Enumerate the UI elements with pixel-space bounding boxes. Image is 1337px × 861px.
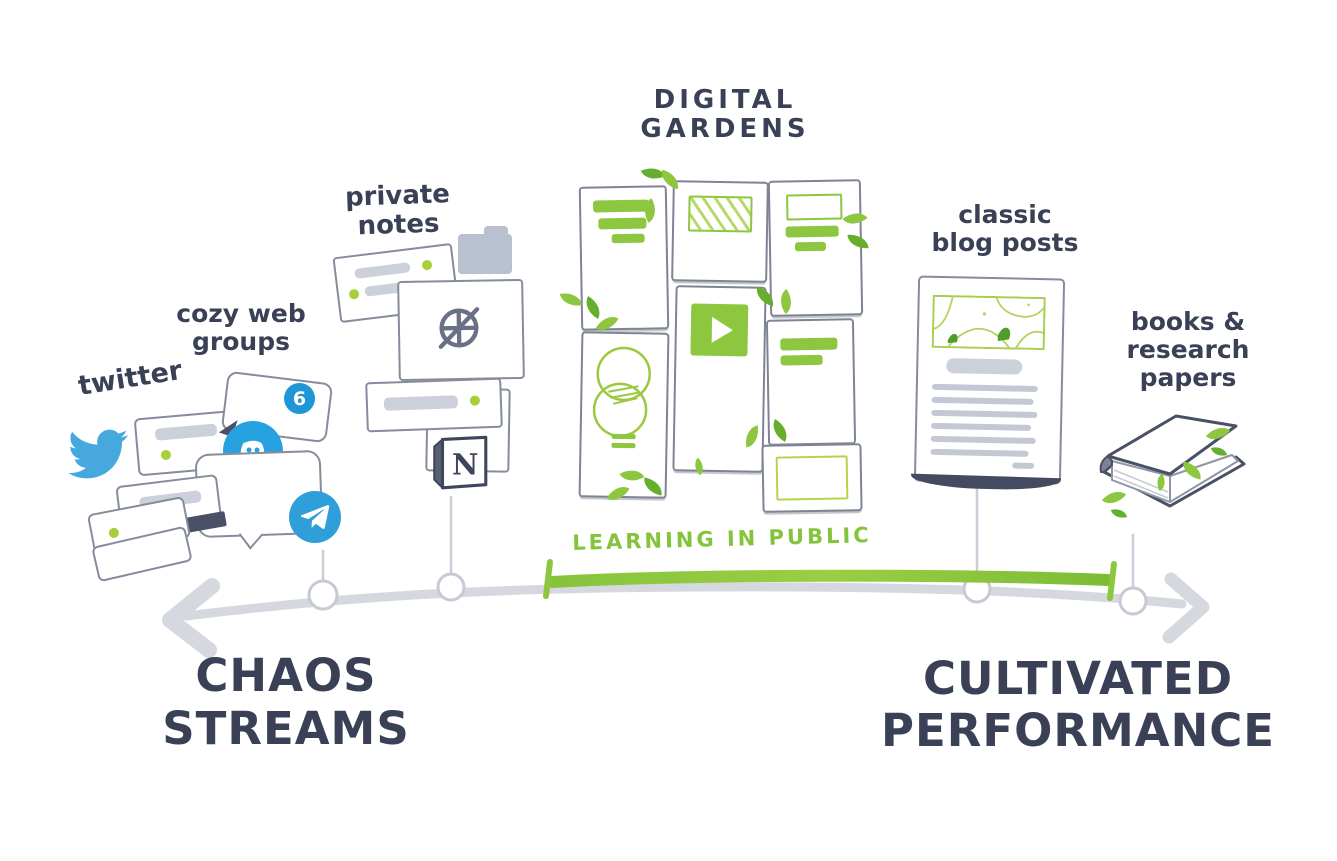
digital-gardens-title-line1: DIGITAL <box>653 85 797 115</box>
blog-text-line <box>930 422 1032 431</box>
garden-card-frame <box>761 443 863 513</box>
blog-header-art <box>931 294 1046 351</box>
blog-text-line <box>930 448 1029 457</box>
blog-text-line <box>930 435 1036 444</box>
private-notes-label-line2: notes <box>357 208 440 242</box>
blog-text-line <box>931 396 1034 405</box>
green-dot <box>107 527 120 539</box>
garden-card-venn <box>578 331 670 499</box>
unpublished-icon <box>438 307 480 349</box>
cozy-web-groups-label: cozy web groups <box>166 300 316 356</box>
books-label-line1: books & <box>1130 307 1246 336</box>
text-bar <box>383 395 459 411</box>
green-dot <box>469 395 481 406</box>
timeline-node <box>307 579 339 611</box>
play-icon <box>690 303 749 357</box>
cultivated-performance-line1: CULTIVATED <box>922 652 1234 705</box>
text-bar <box>154 423 218 441</box>
note-card <box>365 377 503 433</box>
green-text-bar <box>592 199 650 213</box>
axis-arrow-left <box>162 578 220 658</box>
green-text-bar <box>785 225 839 238</box>
blog-title-bar <box>946 358 1023 375</box>
venn-diagram-icon <box>592 346 651 449</box>
books-label-line2: research <box>1126 335 1250 364</box>
blog-posts-label-line1: classic <box>958 200 1052 229</box>
book-icon <box>1099 414 1246 508</box>
telegram-icon <box>289 491 341 543</box>
notion-icon: N <box>433 435 488 490</box>
blog-posts-label-line2: blog posts <box>931 228 1079 257</box>
blog-text-line <box>1012 462 1035 469</box>
text-bar <box>353 262 411 279</box>
blog-text-line <box>931 383 1038 393</box>
books-label-line3: papers <box>1139 363 1237 392</box>
cultivated-performance-label: CULTIVATED PERFORMANCE <box>876 653 1280 757</box>
green-text-bar <box>598 217 647 230</box>
timeline-node <box>436 572 466 602</box>
green-text-bar <box>780 337 838 351</box>
blog-text-line <box>931 409 1038 419</box>
cultivated-performance-line2: PERFORMANCE <box>880 703 1276 757</box>
green-text-bar <box>794 241 827 252</box>
folder-icon <box>458 226 512 274</box>
notification-badge: 6 <box>284 383 315 414</box>
green-dot <box>348 288 360 300</box>
twitter-bird-icon <box>68 429 128 479</box>
notion-letter: N <box>452 447 478 481</box>
frame-placeholder <box>786 193 843 221</box>
frame-placeholder <box>775 455 849 501</box>
green-text-bar <box>611 233 645 244</box>
unpublished-note-card <box>397 278 525 382</box>
blog-page <box>910 275 1066 492</box>
digital-gardens-title: DIGITAL GARDENS <box>628 85 822 145</box>
green-dot <box>160 449 172 461</box>
learning-in-public-band <box>543 559 1117 601</box>
cozy-web-label-line2: groups <box>192 327 290 356</box>
private-notes-label-line1: private <box>344 179 451 213</box>
chaos-streams-label: CHAOS STREAMS <box>146 649 426 755</box>
axis-arrow-right <box>1162 572 1210 644</box>
books-label: books & research papers <box>1118 308 1258 392</box>
green-text-bar <box>780 354 823 366</box>
green-dot <box>421 259 433 271</box>
private-notes-label: private notes <box>335 179 461 243</box>
digital-gardens-title-line2: GARDENS <box>640 114 810 145</box>
chaos-streams-line2: STREAMS <box>162 701 410 755</box>
blog-posts-label: classic blog posts <box>928 201 1082 257</box>
cozy-web-label-line1: cozy web <box>176 299 306 328</box>
garden-card-image <box>671 180 769 283</box>
timeline-node <box>1118 586 1148 616</box>
chaos-streams-line1: CHAOS <box>195 649 377 702</box>
badge-count: 6 <box>292 387 307 410</box>
image-placeholder <box>687 195 753 233</box>
